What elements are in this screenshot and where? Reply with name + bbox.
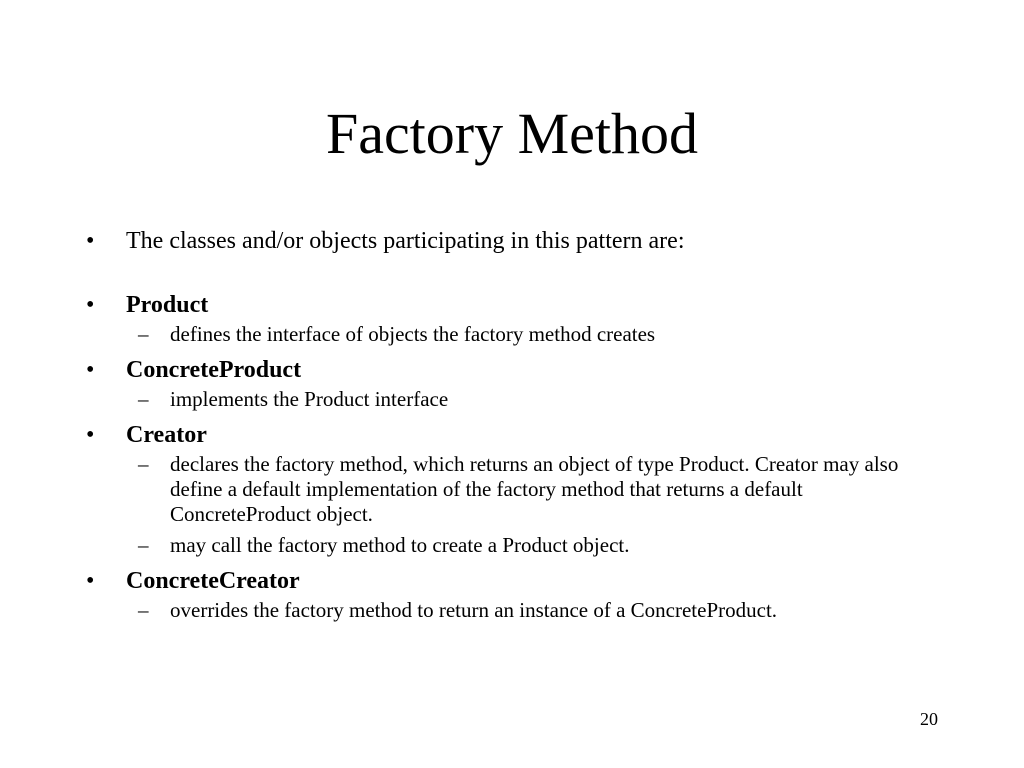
sub-marker: – — [138, 322, 149, 346]
sub-bullet-product-1: – defines the interface of objects the f… — [86, 322, 946, 347]
sub-bullet-text: declares the factory method, which retur… — [170, 452, 899, 526]
bullet-creator: • Creator — [86, 418, 946, 452]
slide-title: Factory Method — [325, 101, 699, 166]
participant-name-concrete-product: ConcreteProduct — [126, 357, 302, 383]
sub-marker: – — [138, 452, 149, 476]
participant-name-creator: Creator — [126, 422, 207, 448]
sub-marker: – — [138, 598, 149, 622]
sub-bullet-text: defines the interface of objects the fac… — [170, 322, 656, 346]
bullet-marker: • — [86, 228, 95, 254]
participant-name-product: Product — [126, 292, 209, 318]
bullet-intro: • The classes and/or objects participati… — [86, 224, 946, 258]
bullet-marker: • — [86, 422, 95, 448]
bullet-marker: • — [86, 357, 95, 383]
sub-bullet-concrete-product-1: – implements the Product interface — [86, 387, 946, 412]
slide-content: • The classes and/or objects participati… — [86, 224, 946, 629]
bullet-marker: • — [86, 292, 95, 318]
sub-bullet-concrete-creator-1: – overrides the factory method to return… — [86, 598, 946, 623]
sub-marker: – — [138, 387, 149, 411]
page-number: 20 — [920, 709, 938, 729]
bullet-product: • Product — [86, 288, 946, 322]
bullet-intro-text: The classes and/or objects participating… — [126, 228, 685, 254]
sub-marker: – — [138, 533, 149, 557]
sub-bullet-creator-1: – declares the factory method, which ret… — [86, 452, 946, 527]
participant-name-concrete-creator: ConcreteCreator — [126, 568, 300, 594]
sub-bullet-text: may call the factory method to create a … — [170, 533, 630, 557]
bullet-concrete-creator: • ConcreteCreator — [86, 564, 946, 598]
bullet-marker: • — [86, 568, 95, 594]
sub-bullet-text: overrides the factory method to return a… — [170, 598, 778, 622]
sub-bullet-text: implements the Product interface — [170, 387, 449, 411]
sub-bullet-creator-2: – may call the factory method to create … — [86, 533, 946, 558]
bullet-concrete-product: • ConcreteProduct — [86, 353, 946, 387]
